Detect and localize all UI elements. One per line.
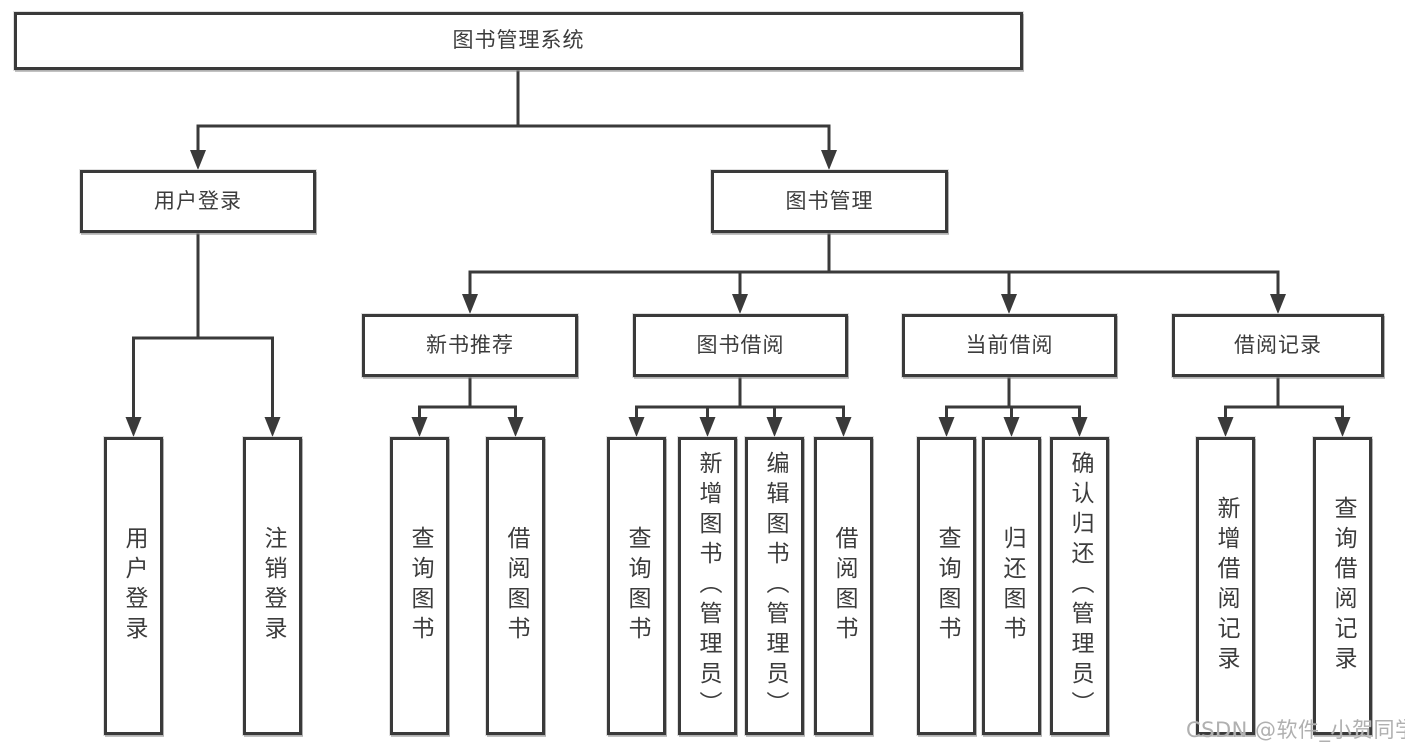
arrow-icon [1001, 294, 1017, 314]
arrowheads [125, 150, 1351, 437]
connector-book-borrow-children [635, 377, 845, 420]
arrow-icon [1217, 417, 1234, 437]
arrow-icon [732, 294, 748, 314]
leaf-edit-book-admin: 编辑图书（管理员） [745, 437, 804, 735]
leaf-logout: 注销登录 [243, 437, 302, 735]
leaf-confirm-return-admin: 确认归还（管理员） [1050, 437, 1109, 735]
arrow-icon [1270, 294, 1286, 314]
leaf-return-book: 归还图书 [982, 437, 1041, 735]
arrow-icon [125, 417, 142, 437]
node-library-management-system: 图书管理系统 [14, 12, 1023, 70]
node-borrow-record: 借阅记录 [1172, 314, 1384, 377]
arrow-icon [766, 417, 783, 437]
arrow-icon [938, 417, 955, 437]
connector-new-book-children [418, 377, 517, 420]
connector-borrow-record-children [1224, 377, 1344, 420]
csdn-watermark: CSDN @软件_小贺同学 [1186, 718, 1405, 742]
node-book-management: 图书管理 [711, 170, 948, 233]
arrow-icon [264, 417, 281, 437]
connector-user-login-children [132, 233, 274, 420]
arrow-icon [1003, 417, 1020, 437]
arrow-icon [462, 294, 478, 314]
arrow-icon [835, 417, 852, 437]
arrow-icon [821, 150, 837, 170]
leaf-add-borrow-record: 新增借阅记录 [1196, 437, 1255, 735]
leaf-query-book-recommend: 查询图书 [390, 437, 449, 735]
connector-book-management-children [468, 233, 1280, 297]
connector-root-to-level2 [196, 70, 831, 153]
arrow-icon [190, 150, 206, 170]
arrow-icon [1071, 417, 1088, 437]
arrow-icon [699, 417, 716, 437]
arrow-icon [628, 417, 645, 437]
node-user-login: 用户登录 [80, 170, 316, 233]
node-book-borrow: 图书借阅 [633, 314, 848, 377]
leaf-query-book-borrow: 查询图书 [607, 437, 666, 735]
leaf-borrow-book-recommend: 借阅图书 [486, 437, 545, 735]
leaf-query-book-current: 查询图书 [917, 437, 976, 735]
leaf-query-borrow-record: 查询借阅记录 [1313, 437, 1372, 735]
leaf-add-book-admin: 新增图书（管理员） [678, 437, 737, 735]
connector-current-borrow-children [945, 377, 1081, 420]
arrow-icon [1334, 417, 1351, 437]
arrow-icon [411, 417, 428, 437]
node-new-book-recommend: 新书推荐 [362, 314, 578, 377]
leaf-borrow-book: 借阅图书 [814, 437, 873, 735]
arrow-icon [507, 417, 524, 437]
node-current-borrow: 当前借阅 [902, 314, 1117, 377]
leaf-user-login: 用户登录 [104, 437, 163, 735]
